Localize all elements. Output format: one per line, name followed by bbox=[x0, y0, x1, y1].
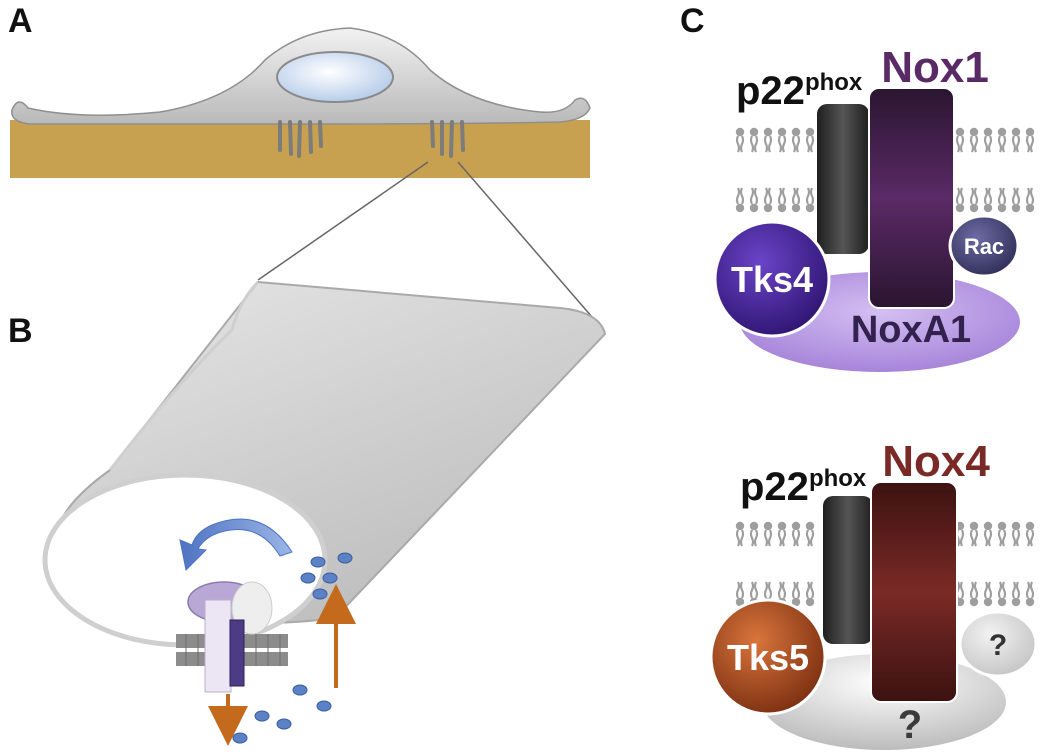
p22-sup-bottom: phox bbox=[809, 465, 867, 492]
noxa1-label: NoxA1 bbox=[851, 309, 971, 351]
panel-c-label: C bbox=[680, 2, 705, 40]
p22-sup-top: phox bbox=[805, 69, 863, 96]
panel-a-cell bbox=[10, 27, 606, 333]
p22phox-subunit-bottom bbox=[823, 496, 873, 644]
nox1-subunit bbox=[868, 87, 955, 309]
p22phox-subunit-top bbox=[817, 104, 869, 254]
podosome-right bbox=[430, 120, 465, 158]
panel-a-label: A bbox=[8, 2, 33, 40]
recycling-arrow bbox=[179, 518, 293, 572]
unknown-small-label: ? bbox=[989, 629, 1007, 662]
podosome-left bbox=[278, 120, 323, 158]
rac-label: Rac bbox=[964, 234, 1004, 259]
nox1-label: Nox1 bbox=[881, 43, 989, 92]
unknown-base-label: ? bbox=[898, 703, 922, 747]
unknown-small-protein bbox=[958, 610, 1038, 678]
nox4-complex: ? ? Tks5 p22phox Nox4 bbox=[709, 437, 1038, 750]
ros-molecules bbox=[232, 552, 353, 744]
tks4-label: Tks4 bbox=[731, 259, 813, 300]
nox1-complex: NoxA1 Rac Tks4 p22phox Nox1 bbox=[713, 43, 1036, 372]
transmembrane-subunit-dark bbox=[229, 619, 245, 687]
tks5-label: Tks5 bbox=[727, 637, 809, 678]
tks4-protein bbox=[713, 220, 831, 338]
zoom-line-right bbox=[457, 161, 606, 333]
p22-base-bottom: p22 bbox=[740, 465, 809, 509]
zoom-line-left bbox=[257, 161, 429, 281]
panel-b-label: B bbox=[8, 312, 33, 350]
nucleus bbox=[276, 51, 394, 103]
p22phox-label-bottom: p22phox bbox=[740, 465, 867, 509]
nox4-label: Nox4 bbox=[882, 437, 990, 486]
transmembrane-subunit-light bbox=[204, 599, 232, 693]
rac-protein bbox=[948, 214, 1020, 278]
nox4-subunit bbox=[870, 481, 958, 703]
panel-b-podosome-zoom bbox=[42, 280, 607, 746]
p22-base-top: p22 bbox=[736, 69, 805, 113]
p22phox-label-top: p22phox bbox=[736, 69, 863, 113]
tks5-protein bbox=[709, 598, 827, 716]
